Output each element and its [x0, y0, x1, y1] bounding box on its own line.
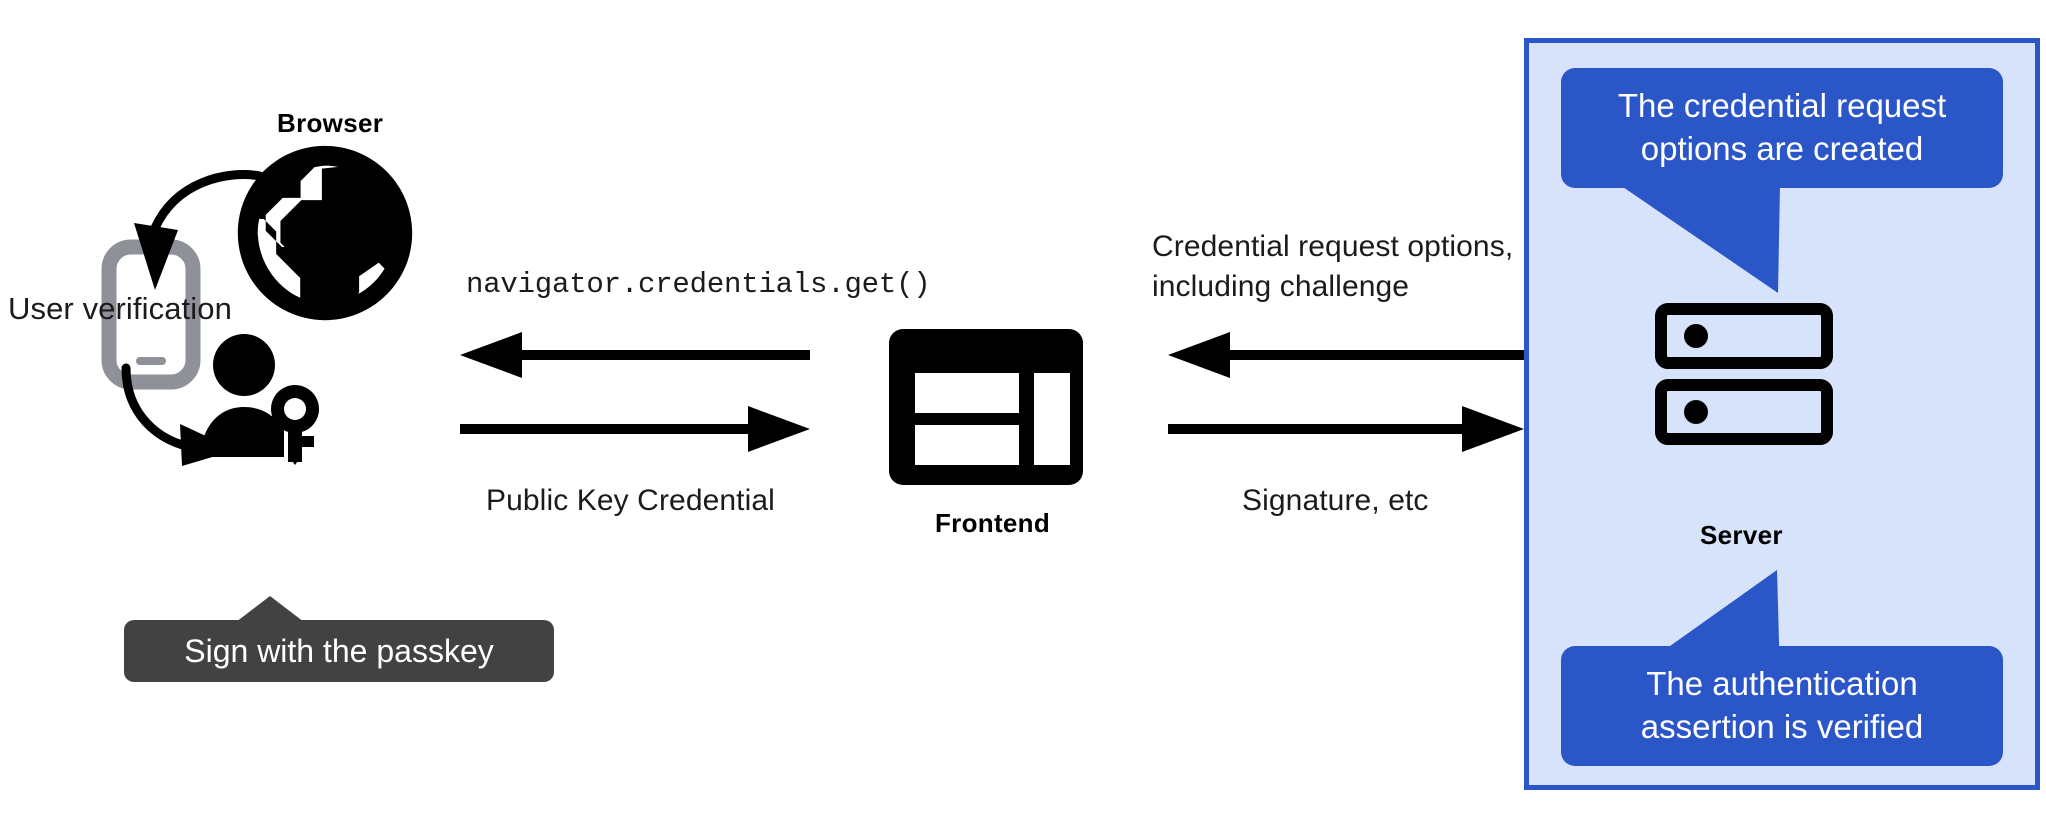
- frontend-label: Frontend: [935, 508, 1051, 538]
- curved-arrow-down-icon: [108, 168, 268, 308]
- server-callout-top-line2: options are created: [1640, 130, 1924, 167]
- person-with-key-icon: [196, 333, 322, 465]
- browser-label: Browser: [277, 108, 384, 138]
- passkey-tooltip: Sign with the passkey: [124, 620, 554, 682]
- navigator-credentials-get-label: navigator.credentials.get(): [466, 268, 931, 301]
- passkey-tooltip-tail: [236, 596, 304, 622]
- server-callout-top-line1: The credential request: [1617, 87, 1947, 125]
- server-callout-bottom: The authentication assertion is verified: [1561, 646, 2003, 766]
- arrow-browser-to-frontend: [460, 404, 810, 454]
- arrow-frontend-to-server: [1168, 404, 1524, 454]
- server-callout-top: The credential request options are creat…: [1561, 68, 2003, 188]
- arrow-server-to-frontend: [1168, 330, 1524, 380]
- public-key-credential-label: Public Key Credential: [486, 484, 775, 517]
- arrow-frontend-to-browser: [460, 330, 810, 380]
- dashboard-layout-icon: [889, 329, 1083, 485]
- globe-icon: [232, 140, 418, 326]
- credential-request-options-label-line2: including challenge: [1152, 270, 1410, 303]
- server-callout-bottom-line1: The authentication: [1646, 665, 1918, 703]
- server-rack-icon: [1655, 303, 1833, 445]
- server-label: Server: [1700, 520, 1783, 550]
- user-verification-label: User verification: [8, 291, 232, 326]
- credential-request-options-label-line1: Credential request options,: [1152, 230, 1514, 263]
- signature-etc-label: Signature, etc: [1242, 484, 1429, 517]
- server-callout-top-tail: [1620, 185, 1820, 295]
- server-callout-bottom-line2: assertion is verified: [1640, 708, 1924, 745]
